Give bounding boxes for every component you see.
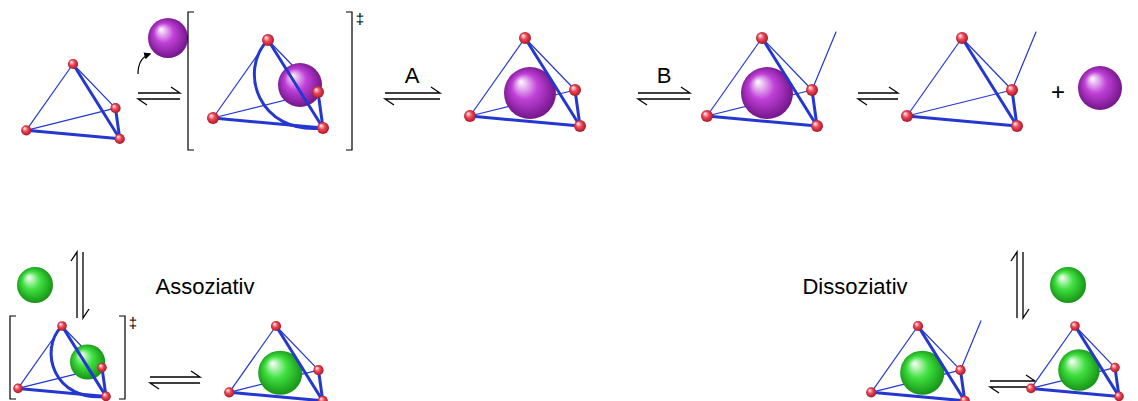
vertex-atom <box>101 392 111 401</box>
front-edge <box>268 40 323 128</box>
double-dagger: ‡ <box>129 315 137 330</box>
tetrahedron <box>464 32 586 132</box>
vertex-atom <box>901 110 913 122</box>
back-edge <box>962 38 1012 90</box>
front-edge <box>907 116 1017 126</box>
tetrahedron <box>207 34 329 134</box>
equilibrium-arrow <box>71 252 89 318</box>
vertex-atom <box>13 384 23 394</box>
vertex-atom <box>313 365 323 375</box>
equilibrium-arrow <box>385 87 440 105</box>
vertex-atom <box>271 321 281 331</box>
vertex-atom <box>955 365 965 375</box>
front-edge <box>871 392 965 401</box>
vertex-atom <box>318 396 328 401</box>
equilibrium-arrow <box>990 375 1035 393</box>
front-edge <box>1031 388 1119 396</box>
tetrahedron <box>866 321 981 401</box>
tetrahedron <box>901 32 1036 132</box>
vertex-atom <box>1070 321 1080 331</box>
bond-arc <box>254 40 323 129</box>
vertex-atom <box>68 59 78 69</box>
front-edge <box>18 388 106 396</box>
step-label: B <box>657 65 672 87</box>
front-edge <box>762 38 817 126</box>
front-edge <box>918 326 965 401</box>
step-label: A <box>405 65 420 87</box>
equilibrium-arrow <box>858 87 898 105</box>
vertex-atom <box>866 387 876 397</box>
broken-bond <box>961 321 981 370</box>
vertex-atom <box>115 134 125 144</box>
vertex-atom <box>21 125 31 135</box>
vertex-atom <box>574 120 586 132</box>
vertex-atom <box>756 32 768 44</box>
front-edge <box>229 392 323 401</box>
vertex-atom <box>464 110 476 122</box>
vertex-atom <box>110 103 120 113</box>
vertex-atom <box>1011 120 1023 132</box>
transition-bracket <box>10 316 125 399</box>
vertex-atom <box>913 321 923 331</box>
entering-ligand <box>1050 267 1086 303</box>
leaving-ligand <box>148 18 188 58</box>
vertex-atom <box>57 321 67 331</box>
mechanism-label: Dissoziativ <box>802 276 907 298</box>
vertex-atom <box>806 84 818 96</box>
front-edge <box>73 64 120 139</box>
front-edge <box>62 326 106 396</box>
vertex-atom <box>224 387 234 397</box>
vertex-atom <box>312 86 324 98</box>
vertex-atom <box>519 32 531 44</box>
vertex-atom <box>1006 84 1018 96</box>
vertex-atom <box>811 120 823 132</box>
vertex-atom <box>207 112 219 124</box>
double-dagger: ‡ <box>356 11 364 26</box>
vertex-atom <box>1110 363 1120 373</box>
bond-arc <box>51 326 106 397</box>
vertex-atom <box>960 396 970 401</box>
equilibrium-arrow <box>150 371 200 389</box>
vertex-atom <box>97 363 107 373</box>
front-edge <box>276 326 323 401</box>
tetrahedron <box>701 32 836 132</box>
tetrahedron <box>21 59 125 144</box>
front-edge <box>470 116 580 126</box>
front-edge <box>1075 326 1119 396</box>
back-edge <box>73 64 116 108</box>
central-atom <box>278 63 322 107</box>
free-ligand <box>1078 66 1122 110</box>
front-edge <box>26 130 120 139</box>
tetrahedron <box>224 321 328 401</box>
vertex-atom <box>569 84 581 96</box>
equilibrium-arrow <box>638 87 690 105</box>
vertex-atom <box>317 122 329 134</box>
vertex-atom <box>1026 384 1036 394</box>
tetrahedron <box>1026 321 1124 401</box>
front-edge <box>707 116 817 126</box>
front-edge <box>213 118 323 128</box>
mechanism-label: Assoziativ <box>155 276 254 298</box>
broken-bond <box>812 32 836 90</box>
equilibrium-arrow <box>138 87 180 105</box>
vertex-atom <box>262 34 274 46</box>
vertex-atom <box>956 32 968 44</box>
plus-sign: + <box>1051 80 1065 104</box>
curved-arrow <box>138 54 150 74</box>
tetrahedron <box>13 321 111 401</box>
front-edge <box>962 38 1017 126</box>
transition-bracket <box>188 12 352 150</box>
vertex-atom <box>701 110 713 122</box>
front-edge <box>525 38 580 126</box>
entering-ligand <box>17 267 53 303</box>
broken-bond <box>1012 32 1036 90</box>
vertex-atom <box>1114 392 1124 401</box>
equilibrium-arrow <box>1011 252 1029 318</box>
